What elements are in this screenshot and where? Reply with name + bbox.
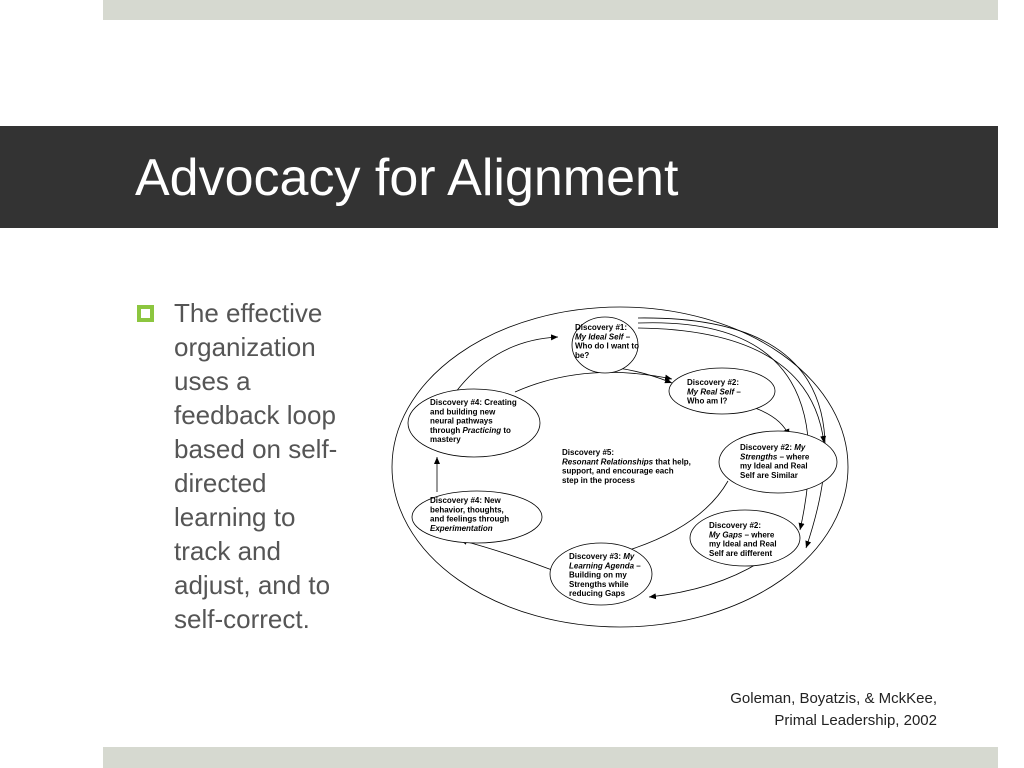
citation-line: Primal Leadership, 2002	[774, 712, 937, 729]
node-label: Discovery #2:My Real Self –Who am I?	[687, 378, 741, 406]
bullet-text: The effective organization uses a feedba…	[174, 296, 389, 636]
bullet-line: self-correct.	[174, 604, 310, 634]
node-ellipse	[549, 542, 653, 606]
bullet-line: based on self-	[174, 434, 338, 464]
arrow-ideal-to-strengths	[637, 327, 827, 444]
bullet-line: The effective	[174, 298, 323, 328]
arrow-practice-to-real	[514, 372, 673, 393]
node-ellipse	[571, 316, 639, 374]
arrow-practice-to-ideal	[454, 334, 559, 394]
arrow-strengths-to-learning	[615, 480, 729, 555]
bullet-line: organization	[174, 332, 316, 362]
arrow-gaps-to-learning	[648, 561, 761, 600]
outer-boundary-ellipse	[391, 306, 849, 628]
bullet-line: directed	[174, 468, 267, 498]
citation-line: Goleman, Boyatzis, & MckKee,	[730, 690, 937, 707]
top-accent-band	[103, 0, 998, 20]
node-ellipse	[411, 490, 543, 544]
node-ellipse	[407, 388, 541, 458]
arrow-ideal-to-real	[617, 367, 673, 384]
center-label: Discovery #5:Resonant Relationships that…	[562, 448, 691, 485]
node-ellipse	[689, 509, 801, 567]
bullet-line: feedback loop	[174, 400, 336, 430]
bullet-line: adjust, and to	[174, 570, 331, 600]
bullet-line: learning to	[174, 502, 296, 532]
bullet-square-icon	[137, 305, 154, 322]
citation: Goleman, Boyatzis, & MckKee, Primal Lead…	[730, 688, 937, 732]
slide-title: Advocacy for Alignment	[135, 149, 679, 207]
title-bar	[0, 126, 998, 228]
bottom-accent-band	[103, 747, 998, 768]
arrow-ideal-outer-loop	[637, 317, 826, 549]
arrow-learning-to-experiment	[459, 538, 553, 571]
bullet-line: track and	[174, 536, 281, 566]
node-ellipse	[718, 430, 838, 494]
bullet-line: uses a	[174, 366, 251, 396]
node-label: Discovery #1:My Ideal Self –Who do I wan…	[575, 323, 639, 360]
node-ellipse	[668, 367, 776, 415]
